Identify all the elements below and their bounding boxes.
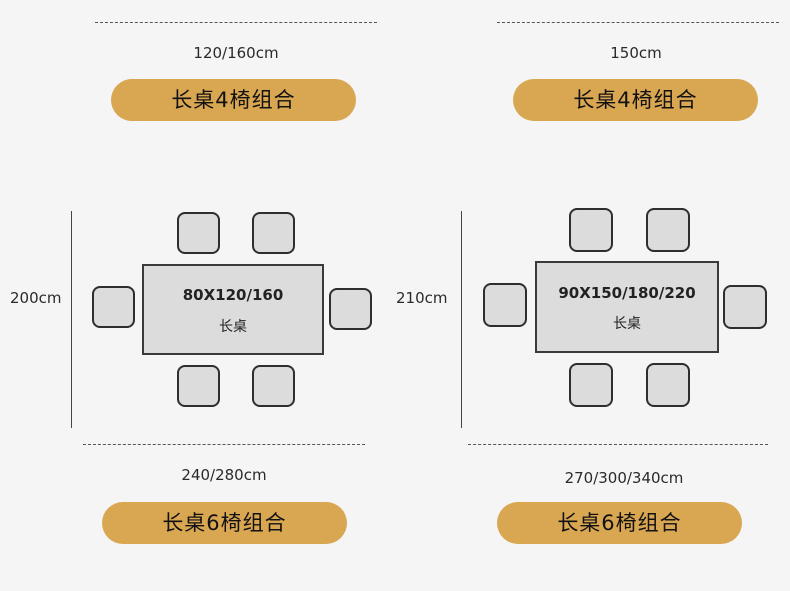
chair-bottom-1 [569, 363, 613, 407]
left-bottom-dimension: 240/280cm [181, 466, 267, 484]
top-right-dimension: 150cm [610, 44, 662, 62]
top-right-dashed-line [497, 22, 779, 23]
chair-top-1 [177, 212, 220, 254]
chair-left [92, 286, 135, 328]
right-table: 90X150/180/220 长桌 [535, 261, 719, 353]
right-combo-label: 长桌6椅组合 [497, 502, 742, 544]
top-left-dimension: 120/160cm [193, 44, 279, 62]
left-height-dimension: 200cm [10, 289, 62, 307]
chair-bottom-2 [252, 365, 295, 407]
left-table: 80X120/160 长桌 [142, 264, 324, 355]
right-table-size: 90X150/180/220 [558, 284, 696, 302]
right-height-line [461, 211, 462, 428]
left-bottom-dashed-line [83, 444, 365, 445]
chair-bottom-2 [646, 363, 690, 407]
right-bottom-dashed-line [468, 444, 768, 445]
chair-top-1 [569, 208, 613, 252]
top-left-dashed-line [95, 22, 377, 23]
top-left-combo-label: 长桌4椅组合 [111, 79, 356, 121]
top-right-combo-label: 长桌4椅组合 [513, 79, 758, 121]
left-height-line [71, 211, 72, 428]
left-table-name: 长桌 [219, 319, 247, 335]
left-combo-label: 长桌6椅组合 [102, 502, 347, 544]
chair-bottom-1 [177, 365, 220, 407]
right-table-name: 长桌 [613, 316, 641, 332]
right-height-dimension: 210cm [396, 289, 448, 307]
right-bottom-dimension: 270/300/340cm [564, 469, 684, 487]
chair-right [723, 285, 767, 329]
chair-left [483, 283, 527, 327]
chair-right [329, 288, 372, 330]
chair-top-2 [252, 212, 295, 254]
left-table-size: 80X120/160 [182, 286, 284, 304]
chair-top-2 [646, 208, 690, 252]
